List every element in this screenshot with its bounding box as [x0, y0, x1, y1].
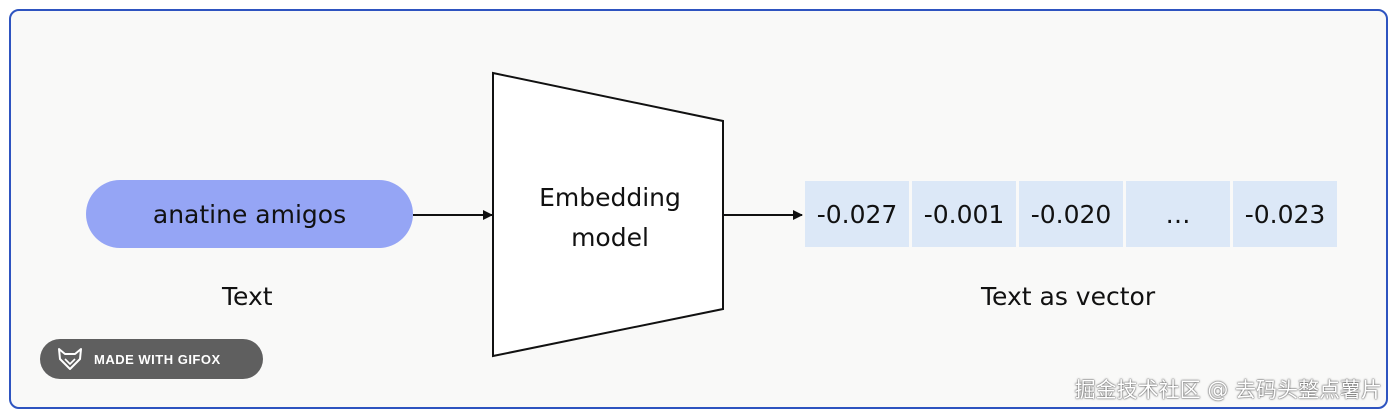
model-label-line2: model — [571, 223, 649, 252]
embedding-model-trapezoid — [492, 71, 724, 358]
gifox-badge: MADE WITH GIFOX — [40, 339, 263, 379]
vector-value: -0.001 — [923, 199, 1005, 229]
vector-ellipsis: … — [1165, 199, 1191, 229]
model-label: Embedding model — [500, 178, 720, 258]
model-label-line1: Embedding — [539, 183, 681, 212]
vector-cell: -0.001 — [912, 181, 1016, 247]
vector-value: -0.023 — [1244, 199, 1326, 229]
vector-value: -0.027 — [816, 199, 898, 229]
vector-value: -0.020 — [1030, 199, 1112, 229]
input-text: anatine amigos — [152, 199, 347, 229]
watermark: 掘金技术社区 @ 去码头整点薯片 — [1074, 378, 1382, 402]
output-caption: Text as vector — [981, 282, 1156, 311]
input-caption: Text — [222, 282, 273, 311]
input-text-pill: anatine amigos — [86, 180, 413, 248]
vector-cell: -0.027 — [805, 181, 909, 247]
badge-text: MADE WITH GIFOX — [94, 351, 221, 367]
vector-cell: -0.023 — [1233, 181, 1337, 247]
vector-cell: … — [1126, 181, 1230, 247]
output-vector: -0.027 -0.001 -0.020 … -0.023 — [805, 181, 1337, 247]
vector-cell: -0.020 — [1019, 181, 1123, 247]
fox-icon — [58, 348, 82, 370]
